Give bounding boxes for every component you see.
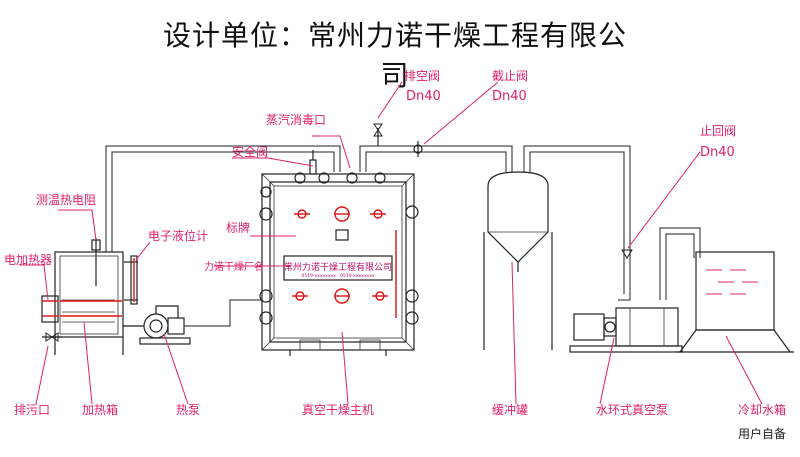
label-buffer-tank: 缓冲罐: [492, 402, 528, 417]
drain-valve: [42, 332, 62, 342]
label-vacuum-pump: 水环式真空泵: [596, 403, 668, 417]
label-vent-size: Dn40: [406, 89, 441, 104]
temperature-probe: [91, 238, 101, 286]
buffer-tank: [483, 171, 553, 350]
leader-lines: [20, 81, 763, 405]
label-check-size: Dn40: [700, 145, 735, 160]
label-main-unit: 真空干燥主机: [302, 403, 374, 417]
nameplate-contact: 0519-xxxxxxxx · 0519-xxxxxxxx: [301, 273, 374, 279]
safety-valve: [309, 150, 317, 175]
level-meter: [124, 255, 138, 305]
label-electric-heater: 电加热器: [4, 253, 52, 267]
nameplate-box: [283, 255, 393, 281]
cooling-water-tank: [676, 251, 794, 353]
return-line: [523, 145, 701, 301]
label-user-supplied: 用户自备: [738, 426, 786, 441]
label-nameplate: 标牌: [226, 221, 250, 235]
label-factory-name: 力诺干燥厂名: [204, 260, 264, 273]
label-safety-valve: 安全阀: [232, 144, 268, 159]
label-temp-resistor: 测温热电阻: [36, 193, 96, 207]
diagram-title: 设计单位：常州力诺干燥工程有限公司: [162, 19, 627, 92]
water-ring-vacuum-pump: [569, 307, 683, 353]
label-stop-valve: 截止阀: [492, 69, 528, 83]
hot-pump: [123, 299, 262, 345]
label-drain: 排污口: [14, 403, 50, 417]
vacuum-line: [359, 123, 513, 172]
label-level-meter: 电子液位计: [148, 228, 208, 243]
nameplate-company: 常州力诺干燥工程有限公司: [284, 261, 392, 273]
label-cooling-tank: 冷却水箱: [738, 402, 786, 417]
supply-pipes: [105, 145, 341, 252]
label-vent-valve: 排空阀: [404, 69, 440, 83]
vacuum-dryer-main-unit: [259, 172, 419, 356]
heating-tank: [41, 251, 124, 355]
label-stop-size: Dn40: [492, 89, 527, 104]
label-steam-port: 蒸汽消毒口: [266, 112, 326, 127]
label-heating-tank: 加热箱: [82, 402, 118, 417]
label-check-valve: 止回阀: [700, 124, 736, 138]
label-hot-pump: 热泵: [176, 403, 200, 417]
